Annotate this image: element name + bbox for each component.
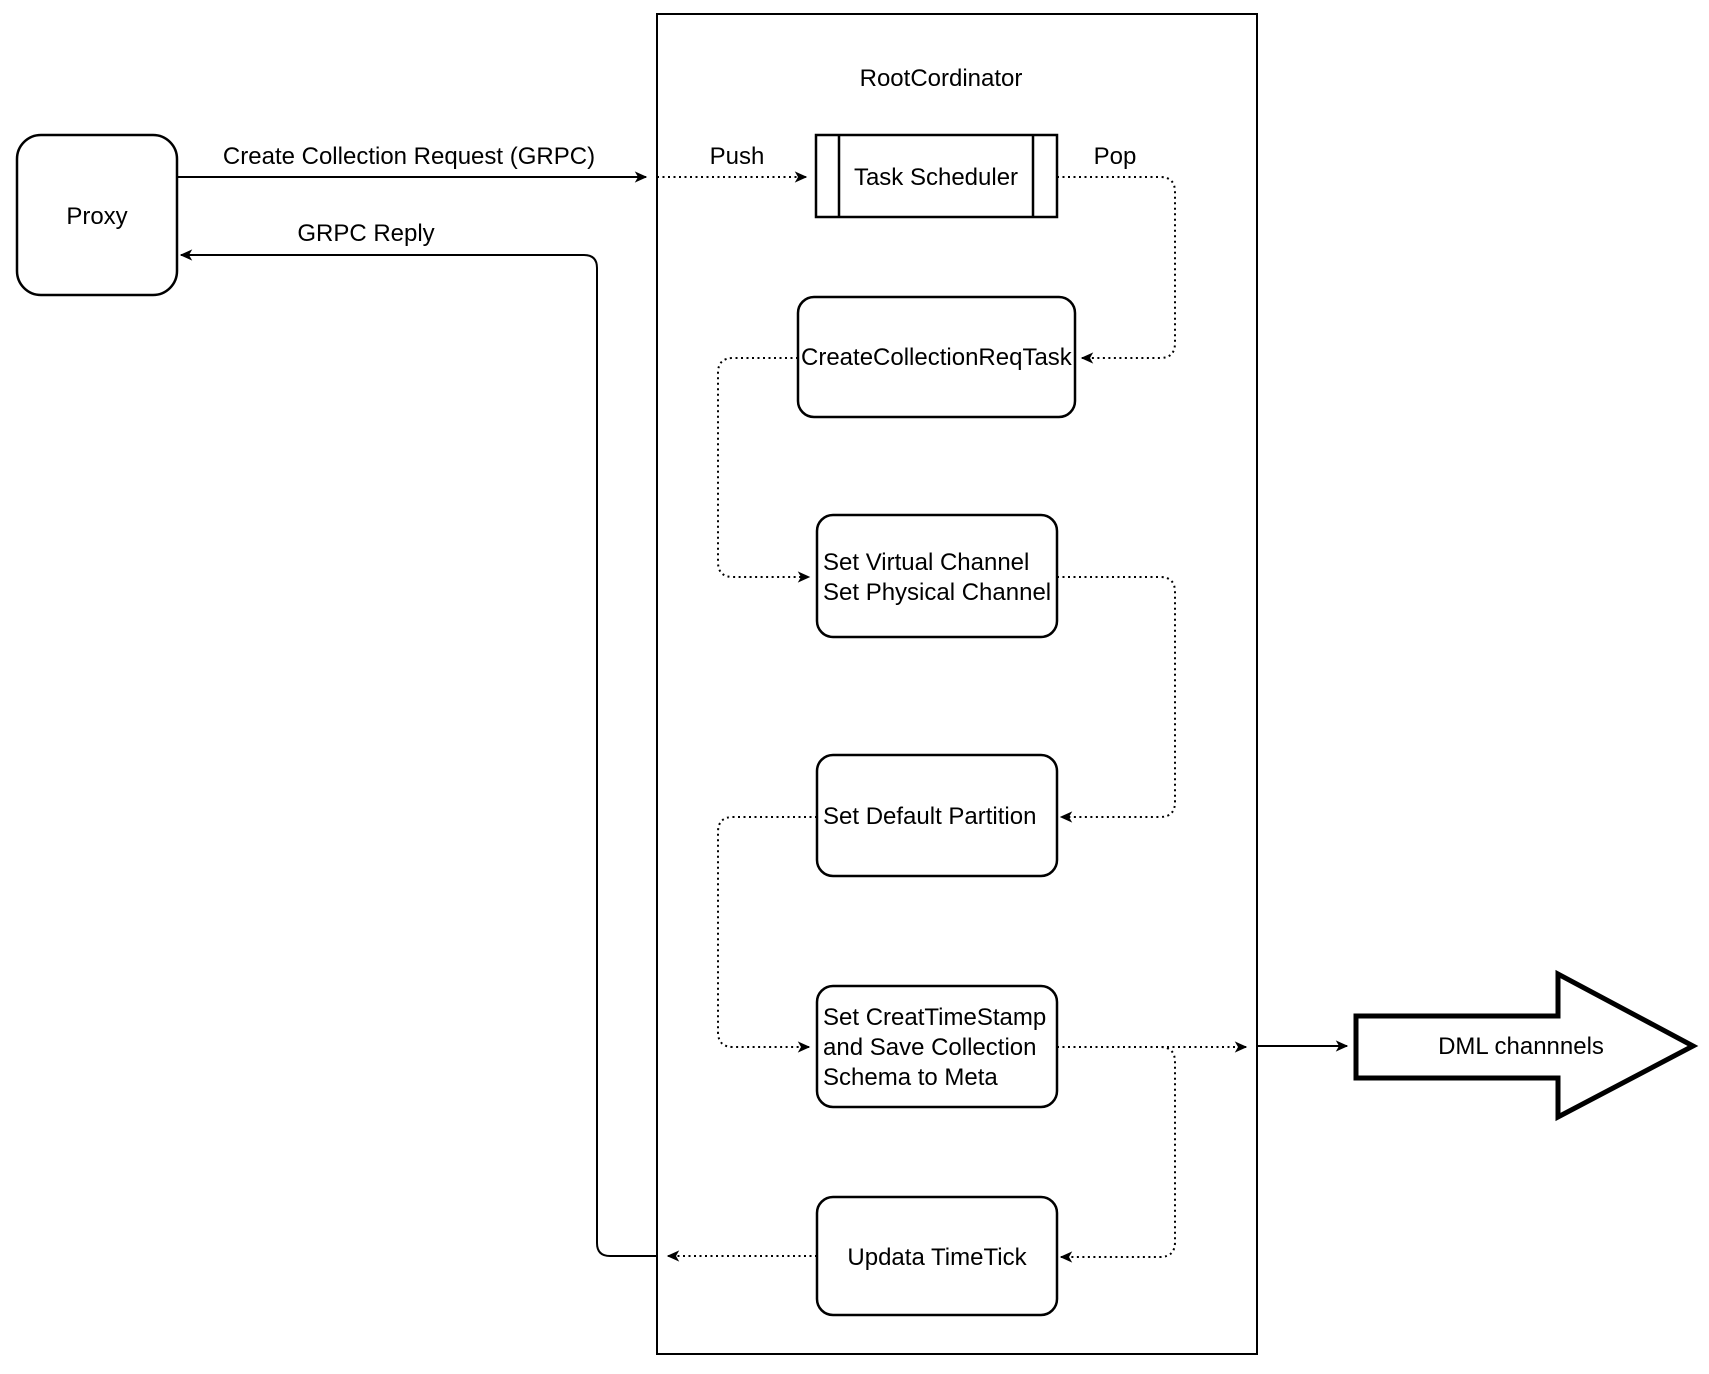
set-timestamp-label-line2: and Save Collection xyxy=(823,1034,1036,1061)
dml-channels-label: DML channnels xyxy=(1438,1033,1604,1060)
edge-label-grpc-reply: GRPC Reply xyxy=(297,220,434,247)
edge-label-pop: Pop xyxy=(1094,143,1137,170)
edge-grpc-reply xyxy=(179,249,657,1257)
rootcoordinator-title: RootCordinator xyxy=(860,65,1023,92)
task-scheduler-label: Task Scheduler xyxy=(854,164,1018,191)
set-default-partition-label: Set Default Partition xyxy=(823,803,1036,830)
set-timestamp-label-line3: Schema to Meta xyxy=(823,1064,998,1091)
edge-label-push: Push xyxy=(710,143,765,170)
task-scheduler-node: Task Scheduler xyxy=(814,133,1059,219)
edge-label-create-collection-request: Create Collection Request (GRPC) xyxy=(223,143,595,170)
set-channels-label-line1: Set Virtual Channel xyxy=(823,549,1029,576)
edge-setchannels-to-setpartition xyxy=(1057,576,1176,823)
update-timetick-label: Updata TimeTick xyxy=(847,1244,1027,1271)
set-timestamp-label-line1: Set CreatTimeStamp xyxy=(823,1004,1046,1031)
set-channels-node xyxy=(815,513,1059,639)
edge-createreq-to-setchannels xyxy=(717,357,811,583)
set-channels-label-line2: Set Physical Channel xyxy=(823,579,1051,606)
dml-channels-arrow xyxy=(1353,969,1699,1122)
edge-settimestamp-to-timetick xyxy=(1057,1046,1176,1263)
proxy-label: Proxy xyxy=(66,203,127,230)
rootcoordinator-container xyxy=(656,13,1258,1355)
set-default-partition-node xyxy=(815,753,1059,878)
proxy-node xyxy=(15,133,179,297)
edge-setpartition-to-settimestamp xyxy=(717,816,817,1053)
create-collection-req-task-label: CreateCollectionReqTask xyxy=(801,344,1073,371)
